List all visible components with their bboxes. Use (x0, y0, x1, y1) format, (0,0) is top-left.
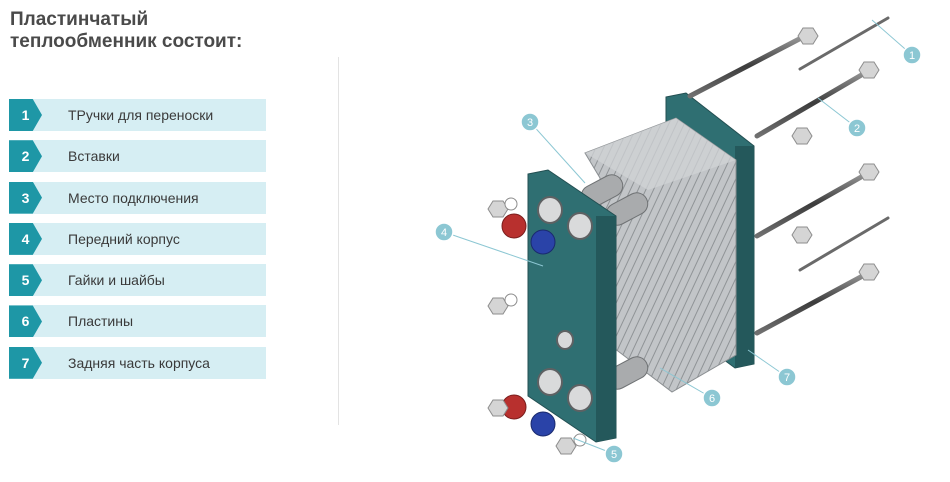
blue-cap (530, 229, 556, 255)
legend-item-1: 1 ТРучки для переноски (9, 99, 266, 131)
carrying-handles (798, 16, 890, 272)
legend-item-3: 3 Место подключения (9, 181, 266, 214)
nut (791, 127, 813, 145)
blue-cap (530, 411, 556, 437)
tie-rod (754, 67, 873, 139)
legend-number-4: 4 (9, 222, 42, 255)
callout-2: 2 (847, 118, 867, 138)
section-divider (338, 57, 339, 425)
leader-line (443, 231, 544, 267)
svg-text:6: 6 (709, 393, 715, 405)
nut (487, 200, 509, 218)
svg-text:2: 2 (854, 123, 860, 135)
nut (555, 437, 577, 455)
leader-line (529, 121, 586, 184)
parts-legend: 1 ТРучки для переноски 2 Вставки 3 Место… (9, 99, 266, 388)
legend-item-5: 5 Гайки и шайбы (9, 264, 266, 297)
tie-rod (754, 269, 873, 336)
port (537, 196, 563, 224)
svg-text:1: 1 (909, 50, 915, 62)
nut (858, 263, 880, 281)
tie-rods (687, 33, 873, 336)
washer (504, 197, 518, 211)
front-nuts-and-washers (487, 197, 587, 455)
svg-text:5: 5 (611, 449, 617, 461)
legend-number-7: 7 (9, 346, 42, 379)
washer (504, 293, 518, 307)
callout-1: 1 (902, 45, 922, 65)
legend-label-1: ТРучки для переноски (68, 107, 214, 123)
callout-7: 7 (777, 367, 797, 387)
port (556, 330, 574, 350)
plate-pack-top (585, 118, 736, 190)
legend-item-2: 2 Вставки (9, 140, 266, 173)
legend-label-7: Задняя часть корпуса (68, 354, 210, 371)
legend-item-6: 6 Пластины (9, 305, 266, 338)
legend-number-2: 2 (9, 140, 42, 173)
rear-frame-edge (735, 146, 754, 368)
title-line-1: Пластинчатый (10, 9, 149, 30)
legend-label-4: Передний корпус (68, 230, 180, 247)
rear-nuts (791, 27, 880, 281)
callout-4: 4 (434, 222, 454, 242)
nut (487, 297, 509, 315)
legend-label-2: Вставки (68, 148, 120, 165)
nut (858, 163, 880, 181)
tie-rod (687, 33, 808, 99)
nut (791, 226, 813, 244)
red-cap (501, 213, 527, 239)
legend-number-5: 5 (9, 264, 42, 297)
port (537, 368, 563, 396)
carrying-handle (798, 216, 890, 272)
legend-item-7: 7 Задняя часть корпуса (9, 346, 266, 379)
legend-number-1: 1 (9, 99, 42, 131)
washer (573, 433, 587, 447)
front-frame-edge (596, 216, 616, 442)
carrying-handle (798, 16, 890, 71)
legend-label-3: Место подключения (68, 189, 199, 206)
legend-label-5: Гайки и шайбы (68, 272, 165, 289)
port (567, 212, 593, 240)
svg-text:7: 7 (784, 372, 790, 384)
port (567, 384, 593, 412)
legend-number-3: 3 (9, 181, 42, 214)
svg-text:3: 3 (527, 117, 533, 129)
svg-text:4: 4 (441, 227, 447, 239)
callout-5: 5 (604, 444, 624, 464)
callout-3: 3 (520, 112, 540, 132)
nut (487, 399, 509, 417)
nut (858, 61, 880, 79)
front-frame-ports (537, 196, 593, 412)
title-line-2: теплообменник состоит: (10, 31, 243, 52)
callout-6: 6 (702, 388, 722, 408)
legend-item-4: 4 Передний корпус (9, 222, 266, 255)
tie-rod (754, 169, 873, 239)
page-title: Пластинчатый теплообменник состоит: (10, 9, 242, 53)
heat-exchanger-diagram: 1 2 3 4 5 6 7 (434, 16, 922, 464)
leader-line (659, 367, 713, 399)
legend-label-6: Пластины (68, 313, 134, 330)
legend-number-6: 6 (9, 305, 42, 338)
nut (797, 27, 819, 45)
